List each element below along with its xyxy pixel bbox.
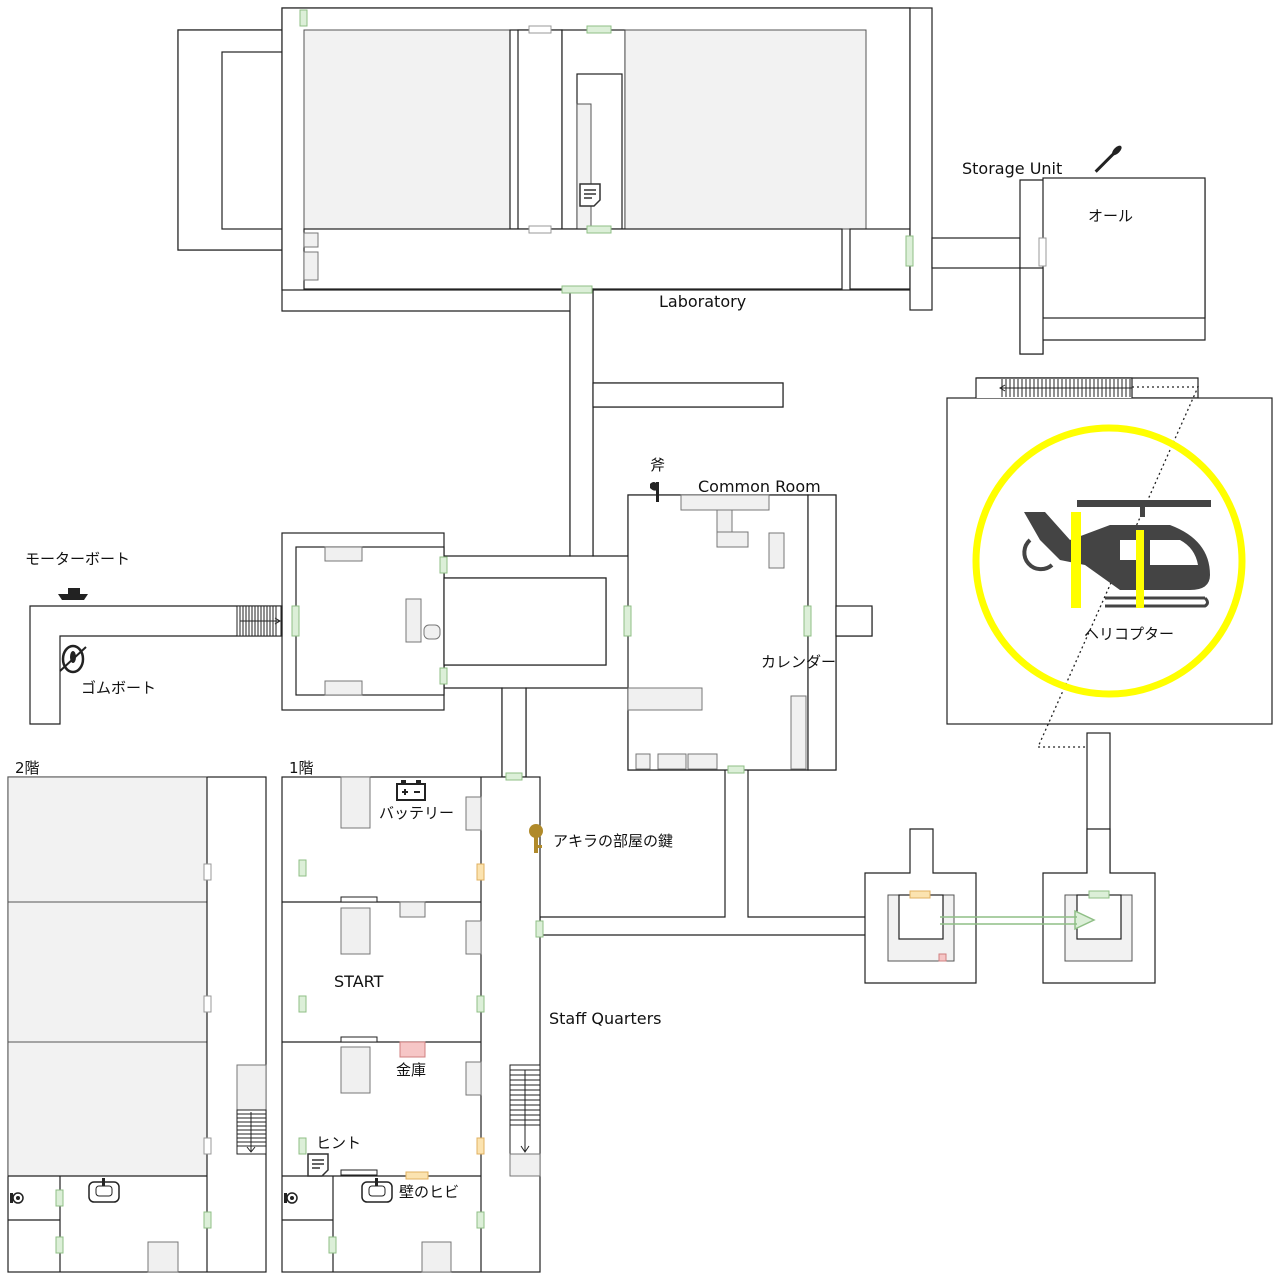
stairs-icon (236, 1109, 267, 1155)
helipad-ring (972, 424, 1246, 698)
rubber-boat-icon[interactable] (59, 644, 87, 674)
dock-area (29, 532, 607, 778)
toilet-icon (284, 1192, 298, 1204)
axe-label: 斧 (650, 456, 665, 474)
common-room-label: Common Room (698, 477, 821, 496)
oar-icon[interactable] (1094, 144, 1124, 174)
storage-unit-area (1019, 177, 1206, 355)
staff-quarters-label: Staff Quarters (549, 1009, 662, 1028)
calendar-label: カレンダー (761, 653, 836, 671)
floor-2-label: 2階 (15, 759, 40, 777)
helipad-area (946, 377, 1273, 874)
stairs-icon (236, 605, 282, 637)
start-label: START (334, 972, 384, 991)
battery-icon[interactable] (396, 780, 426, 801)
toilet-icon (10, 1192, 24, 1204)
laboratory-label: Laboratory (659, 292, 746, 311)
helicopter-label: ヘリコプター (1084, 625, 1174, 643)
staff-quarters-2f (7, 776, 267, 1273)
motorboat-icon[interactable] (58, 588, 88, 600)
note-icon[interactable] (579, 183, 601, 207)
stairs-icon (999, 379, 1132, 397)
staff-quarters-1f (281, 772, 544, 1273)
rubber-boat-label: ゴムボート (81, 679, 156, 697)
sink-icon (361, 1178, 393, 1203)
battery-label: バッテリー (379, 804, 454, 822)
motorboat-label: モーターボート (25, 550, 130, 568)
safe-label: 金庫 (396, 1061, 426, 1079)
helicopter-icon[interactable] (1022, 500, 1211, 608)
axe-icon[interactable] (650, 482, 659, 502)
akira-key-label: アキラの部屋の鍵 (553, 832, 673, 850)
common-room-area (623, 494, 873, 774)
key-icon[interactable] (529, 824, 543, 853)
bed-headboards (340, 896, 378, 1176)
floor-1-label: 1階 (289, 759, 314, 777)
storage-unit-label: Storage Unit (962, 159, 1062, 178)
note-icon[interactable] (307, 1153, 329, 1177)
hint-label: ヒント (316, 1134, 361, 1152)
elevator-area (864, 828, 1156, 984)
sink-icon (88, 1178, 120, 1203)
stairs-icon (509, 1064, 541, 1177)
oar-label: オール (1088, 207, 1133, 225)
wall-crack-label: 壁のヒビ (399, 1183, 459, 1201)
